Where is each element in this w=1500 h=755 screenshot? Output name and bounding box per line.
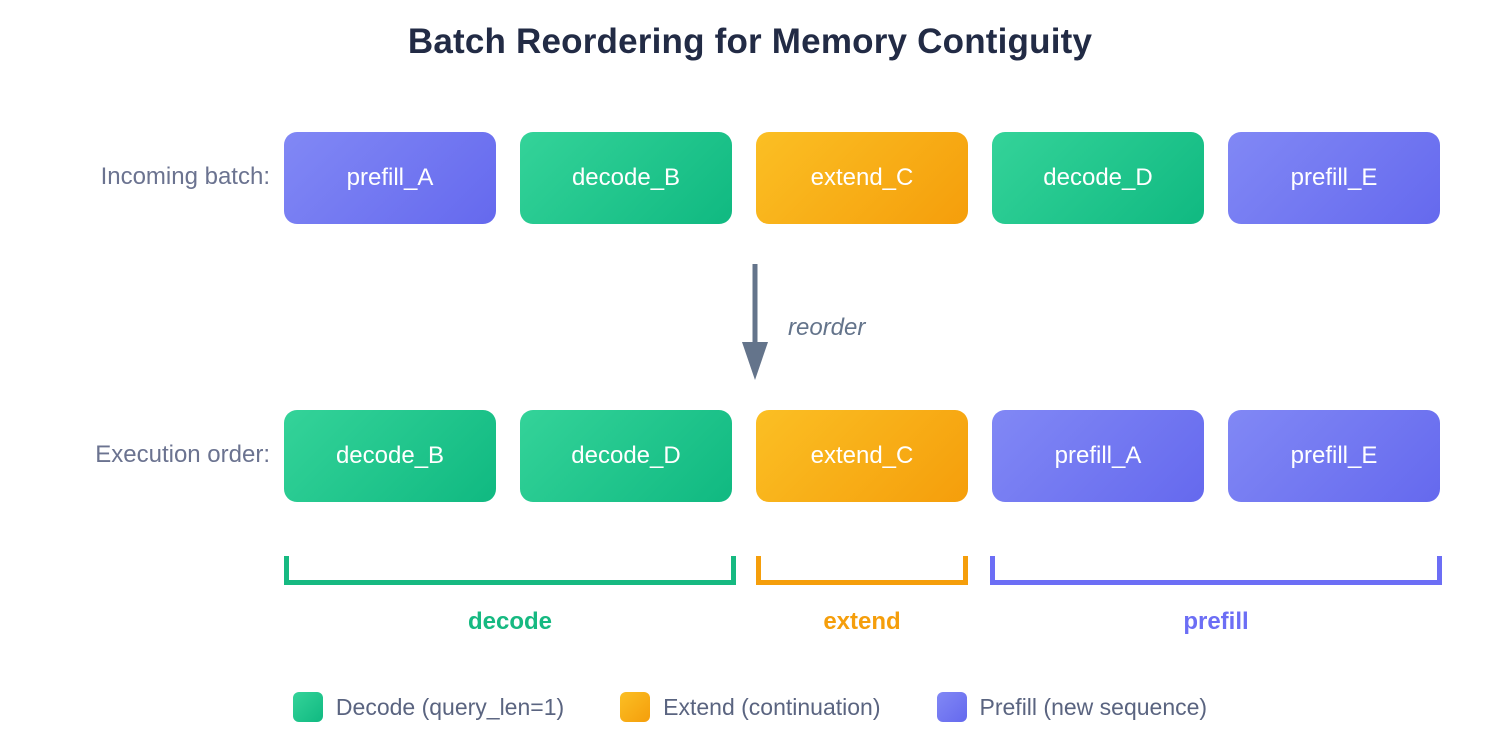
group-label-extend: extend [823, 608, 901, 635]
exec-box-label: decode_B [335, 442, 445, 469]
legend-item-prefill: Prefill (new sequence) [936, 692, 1208, 722]
legend-item-extend: Extend (continuation) [620, 692, 881, 722]
reorder-label: reorder [788, 314, 866, 341]
exec-box-decode-b[interactable]: decode_B [284, 410, 496, 502]
legend-label: Extend (continuation) [663, 693, 881, 720]
incoming-batch-label: Incoming batch: [100, 163, 270, 190]
batch-box-label: prefill_A [346, 164, 434, 191]
decode-swatch-icon [292, 692, 323, 722]
batch-box-label: decode_D [1043, 164, 1153, 191]
group-bracket-prefill [990, 556, 1442, 585]
batch-box-label: decode_B [571, 164, 681, 191]
execution-order-row: decode_B decode_D extend_C prefill_A pre… [284, 410, 1464, 502]
extend-swatch-icon [620, 692, 651, 722]
exec-box-label: decode_D [571, 442, 681, 469]
legend-label: Decode (query_len=1) [335, 693, 565, 720]
reorder-arrow-icon [742, 264, 768, 382]
exec-box-label: prefill_E [1290, 442, 1378, 469]
legend: Decode (query_len=1) Extend (continuatio… [0, 692, 1500, 722]
group-bracket-decode [284, 556, 736, 585]
group-bracket-extend [756, 556, 968, 585]
group-label-prefill: prefill [1183, 608, 1249, 635]
exec-box-decode-d[interactable]: decode_D [520, 410, 732, 502]
prefill-swatch-icon [936, 692, 967, 722]
exec-box-extend-c[interactable]: extend_C [756, 410, 968, 502]
batch-box-label: prefill_E [1290, 164, 1378, 191]
batch-box-decode-b[interactable]: decode_B [520, 132, 732, 224]
exec-box-prefill-a[interactable]: prefill_A [992, 410, 1204, 502]
incoming-batch-row: prefill_A decode_B extend_C decode_D pre… [284, 132, 1464, 224]
legend-label: Prefill (new sequence) [979, 693, 1208, 720]
batch-box-decode-d[interactable]: decode_D [992, 132, 1204, 224]
legend-item-decode: Decode (query_len=1) [292, 692, 565, 722]
page-title: Batch Reordering for Memory Contiguity [407, 22, 1093, 61]
batch-box-prefill-a[interactable]: prefill_A [284, 132, 496, 224]
exec-box-prefill-e[interactable]: prefill_E [1228, 410, 1440, 502]
batch-box-prefill-e[interactable]: prefill_E [1228, 132, 1440, 224]
execution-order-label: Execution order: [95, 441, 270, 468]
group-label-decode: decode [467, 608, 553, 635]
exec-box-label: extend_C [810, 442, 914, 469]
batch-box-extend-c[interactable]: extend_C [756, 132, 968, 224]
batch-box-label: extend_C [810, 164, 914, 191]
exec-box-label: prefill_A [1054, 442, 1142, 469]
